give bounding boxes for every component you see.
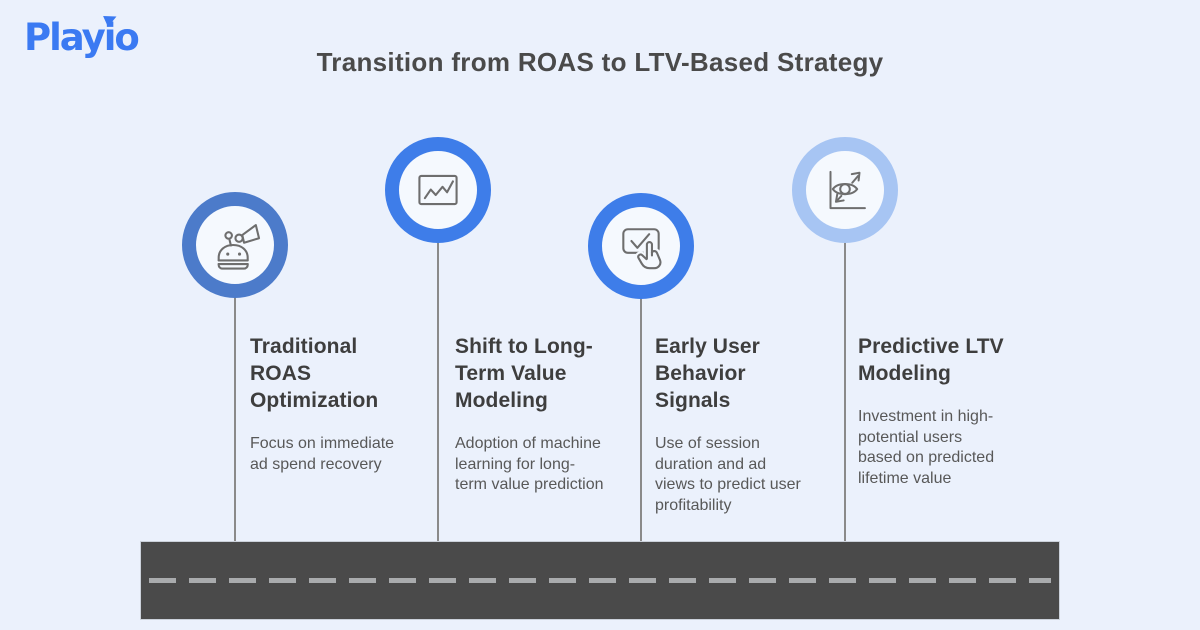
robot-megaphone-icon [217,224,261,270]
milestone-circle [182,192,288,298]
milestone-circle [588,193,694,299]
milestone-circle [385,137,491,243]
milestone-title: Shift to Long- Term Value Modeling [455,335,593,412]
milestone-title: Traditional ROAS Optimization [250,335,379,412]
milestone-text-block: Traditional ROAS Optimization Focus on i… [250,333,425,475]
milestone-description: Focus on immediate ad spend recovery [250,435,395,473]
line-chart-icon [418,174,458,206]
milestone-circle [792,137,898,243]
milestone-title: Predictive LTV Modeling [858,335,1004,385]
road-center-dashed-line [149,578,1051,583]
connector-line [234,290,236,542]
milestone-title: Early User Behavior Signals [655,335,760,412]
milestone-text-block: Shift to Long- Term Value Modeling Adopt… [455,333,630,496]
milestone-description: Investment in high- potential users base… [858,408,995,487]
playio-logo-text: Playio [24,16,140,59]
connector-line [437,236,439,542]
connector-line [844,236,846,542]
tap-checkbox-icon [622,228,664,272]
milestone-text-block: Predictive LTV Modeling Investment in hi… [858,333,1043,489]
milestone-description: Adoption of machine learning for long- t… [455,435,604,493]
milestone-text-block: Early User Behavior Signals Use of sessi… [655,333,835,516]
milestone-description: Use of session duration and ad views to … [655,435,801,514]
connector-line [640,291,642,542]
road [140,541,1060,620]
eye-growth-chart-icon [829,170,866,210]
page-title: Transition from ROAS to LTV-Based Strate… [316,47,884,77]
playio-logo: Playio [24,11,164,64]
